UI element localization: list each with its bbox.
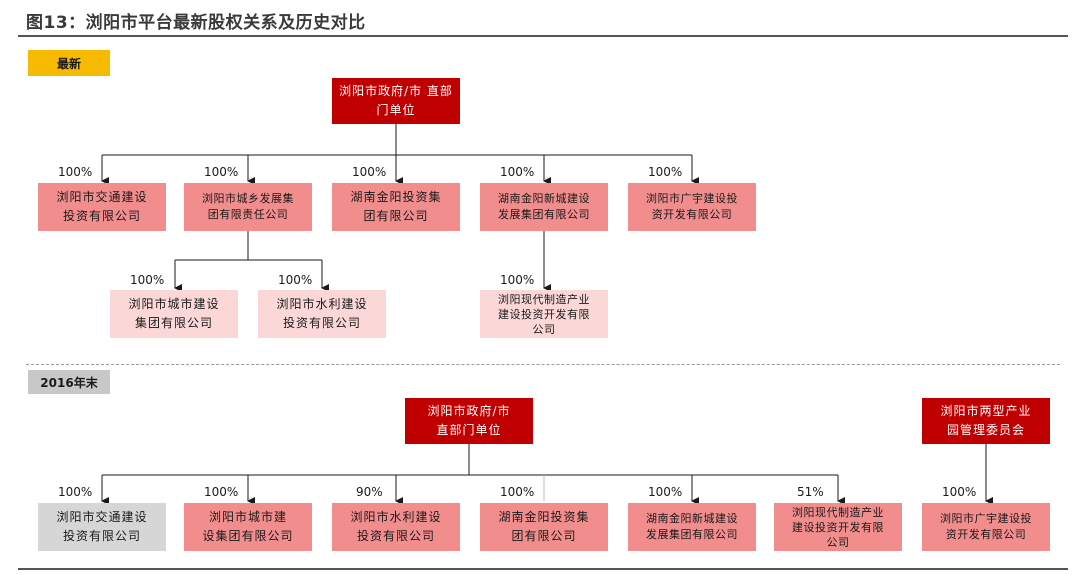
section-2016-tag: 2016年末 <box>28 370 110 394</box>
latest-box-xiandai: 浏阳现代制造产业 建设投资开发有限 公司 <box>480 290 608 338</box>
2016-root-government: 浏阳市政府/市 直部门单位 <box>405 398 533 444</box>
2016-pct-6: 51% <box>797 485 824 499</box>
2016-pct-1: 100% <box>58 485 93 499</box>
2016-pct-7: 100% <box>942 485 977 499</box>
2016-box-jinyang-investment: 湖南金阳投资集 团有限公司 <box>480 503 608 551</box>
latest-box-shuili: 浏阳市水利建设 投资有限公司 <box>258 290 386 338</box>
2016-box-jiaotong: 浏阳市交通建设 投资有限公司 <box>38 503 166 551</box>
2016-box-guangyu: 浏阳市广宇建设投 资开发有限公司 <box>922 503 1050 551</box>
latest-box-jiaotong: 浏阳市交通建设 投资有限公司 <box>38 183 166 231</box>
figure-title: 图13：浏阳市平台最新股权关系及历史对比 <box>26 13 366 33</box>
latest-pct-3: 100% <box>352 165 387 179</box>
latest-root-government: 浏阳市政府/市 直部门单位 <box>332 78 460 124</box>
latest-pct-5: 100% <box>648 165 683 179</box>
latest-box-jinyang-investment: 湖南金阳投资集 团有限公司 <box>332 183 460 231</box>
2016-root-park-committee: 浏阳市两型产业 园管理委员会 <box>922 398 1050 444</box>
latest-pct-g3: 100% <box>500 273 535 287</box>
latest-pct-4: 100% <box>500 165 535 179</box>
section-divider <box>26 364 1060 365</box>
latest-pct-g2: 100% <box>278 273 313 287</box>
section-latest-tag: 最新 <box>28 50 110 76</box>
2016-box-jinyang-newcity: 湖南金阳新城建设 发展集团有限公司 <box>628 503 756 551</box>
latest-box-guangyu: 浏阳市广宇建设投 资开发有限公司 <box>628 183 756 231</box>
2016-box-xiandai: 浏阳现代制造产业 建设投资开发有限 公司 <box>774 503 902 551</box>
2016-box-shuili: 浏阳市水利建设 投资有限公司 <box>332 503 460 551</box>
2016-pct-4: 100% <box>500 485 535 499</box>
latest-pct-2: 100% <box>204 165 239 179</box>
top-rule <box>18 35 1068 37</box>
2016-pct-5: 100% <box>648 485 683 499</box>
latest-pct-g1: 100% <box>130 273 165 287</box>
latest-box-jinyang-newcity: 湖南金阳新城建设 发展集团有限公司 <box>480 183 608 231</box>
2016-box-chengshi: 浏阳市城市建 设集团有限公司 <box>184 503 312 551</box>
latest-pct-1: 100% <box>58 165 93 179</box>
bottom-rule <box>18 568 1068 570</box>
2016-pct-3: 90% <box>356 485 383 499</box>
2016-pct-2: 100% <box>204 485 239 499</box>
latest-box-chengshi: 浏阳市城市建设 集团有限公司 <box>110 290 238 338</box>
latest-box-chengxiang: 浏阳市城乡发展集 团有限责任公司 <box>184 183 312 231</box>
